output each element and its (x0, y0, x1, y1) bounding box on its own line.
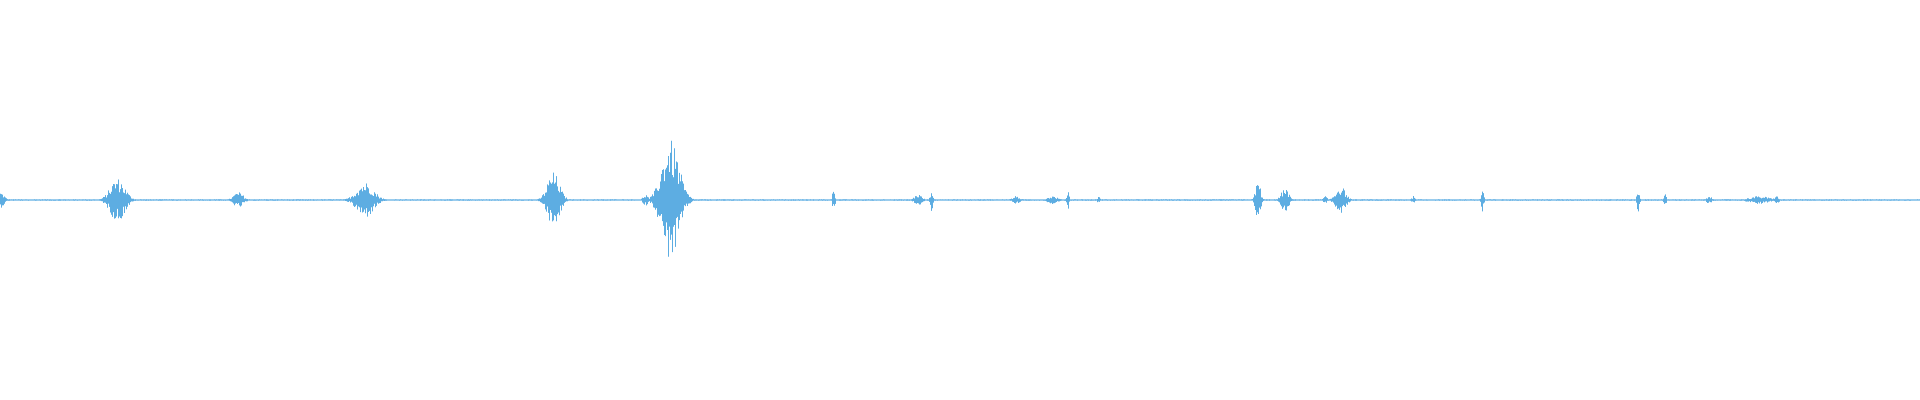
waveform-samples (0, 140, 1920, 257)
